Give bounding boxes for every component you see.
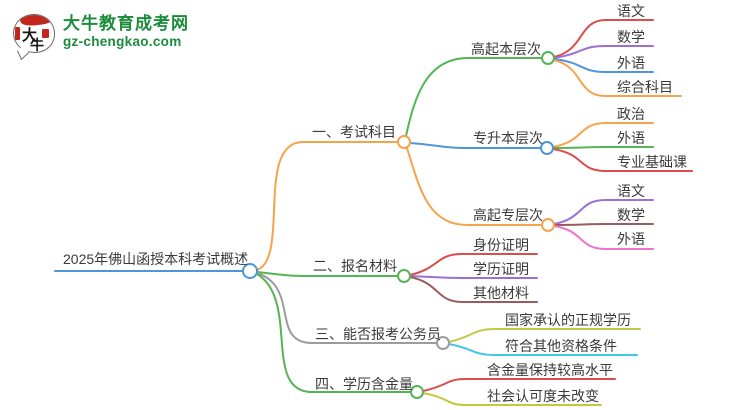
- edge-gqz-math: [553, 223, 654, 226]
- leaf-value-high[interactable]: 含金量保持较高水平: [487, 362, 613, 378]
- edge-gaoqiben-comprehensive: [553, 59, 682, 97]
- node-handle-zhuanshengben[interactable]: [540, 141, 554, 155]
- edge-root-to-registration-materials: [256, 271, 399, 277]
- logo-bubble-icon: 大 牛: [10, 8, 56, 61]
- branch-civil-service[interactable]: 三、能否报考公务员: [315, 326, 441, 342]
- edge-cs-qualified: [448, 343, 638, 356]
- edge-material-id: [409, 253, 538, 276]
- leaf-gqz-chinese[interactable]: 语文: [617, 183, 645, 199]
- node-zhuanshengben-level[interactable]: 专升本层次: [473, 130, 543, 146]
- edge-to-gaoqizhuan: [406, 147, 543, 226]
- branch-degree-value[interactable]: 四、学历含金量: [315, 376, 413, 392]
- edge-value-recognition: [422, 392, 602, 406]
- site-domain: gz-chengkao.com: [63, 34, 182, 50]
- node-handle-degree-value[interactable]: [410, 385, 424, 399]
- leaf-gqz-math[interactable]: 数学: [617, 207, 645, 223]
- node-handle-civil-service[interactable]: [436, 336, 450, 350]
- edge-material-diploma: [409, 275, 538, 279]
- leaf-zsb-foreign[interactable]: 外语: [617, 130, 645, 146]
- edge-to-zhuanshengben: [409, 142, 542, 149]
- edge-root-to-civil-service: [256, 272, 438, 344]
- edge-gqz-chinese: [553, 199, 654, 225]
- leaf-value-recognition[interactable]: 社会认可度未改变: [487, 388, 599, 404]
- edge-gaoqiben-foreign: [553, 58, 654, 73]
- logo-bubble: 大 牛: [13, 14, 55, 53]
- edge-material-other: [409, 276, 538, 303]
- leaf-gaoqiben-math[interactable]: 数学: [617, 29, 645, 45]
- node-handle-gaoqizhuan[interactable]: [541, 218, 555, 232]
- site-logo: 大 牛 大牛教育成考网 gz-chengkao.com: [10, 8, 189, 61]
- node-gaoqiben-level[interactable]: 高起本层次: [471, 41, 541, 57]
- node-handle-gaoqiben[interactable]: [541, 51, 555, 65]
- leaf-cs-qualified[interactable]: 符合其他资格条件: [505, 338, 617, 354]
- leaf-zsb-basics[interactable]: 专业基础课: [617, 154, 687, 170]
- logo-char-niu: 牛: [30, 39, 44, 53]
- edge-zsb-politics: [552, 122, 654, 148]
- logo-text: 大牛教育成考网 gz-chengkao.com: [63, 14, 189, 49]
- edge-gqz-foreign: [553, 225, 654, 250]
- leaf-gqz-foreign[interactable]: 外语: [617, 231, 645, 247]
- leaf-cs-recognized[interactable]: 国家承认的正规学历: [505, 312, 631, 328]
- edge-value-high: [422, 378, 616, 392]
- edge-zsb-basics: [552, 148, 693, 172]
- edge-cs-recognized: [448, 328, 641, 343]
- edge-root-to-exam-subjects: [256, 141, 399, 271]
- leaf-gaoqiben-comprehensive[interactable]: 综合科目: [617, 79, 673, 95]
- edge-to-gaoqiben: [405, 57, 543, 137]
- logo-seal: [42, 29, 49, 38]
- leaf-material-id[interactable]: 身份证明: [473, 237, 529, 253]
- leaf-material-diploma[interactable]: 学历证明: [473, 261, 529, 277]
- logo-banner: [15, 27, 20, 40]
- root-topic[interactable]: 2025年佛山函授本科考试概述: [63, 251, 249, 267]
- branch-exam-subjects[interactable]: 一、考试科目: [312, 124, 396, 140]
- node-handle-registration-materials[interactable]: [397, 269, 411, 283]
- branch-registration-materials[interactable]: 二、报名材料: [313, 258, 397, 274]
- leaf-gaoqiben-chinese[interactable]: 语文: [617, 3, 645, 19]
- edge-zsb-foreign: [552, 146, 654, 149]
- edge-root-to-degree-value: [256, 273, 412, 393]
- site-title: 大牛教育成考网: [63, 14, 189, 34]
- leaf-gaoqiben-foreign[interactable]: 外语: [617, 55, 645, 71]
- logo-char-da: 大: [22, 28, 38, 44]
- edge-gaoqiben-math: [553, 45, 654, 59]
- leaf-material-other[interactable]: 其他材料: [473, 285, 529, 301]
- leaf-zsb-politics[interactable]: 政治: [617, 106, 645, 122]
- node-handle-exam-subjects[interactable]: [397, 135, 411, 149]
- node-gaoqizhuan-level[interactable]: 高起专层次: [473, 207, 543, 223]
- edge-gaoqiben-chinese: [553, 19, 654, 58]
- node-handle-root[interactable]: [242, 263, 258, 279]
